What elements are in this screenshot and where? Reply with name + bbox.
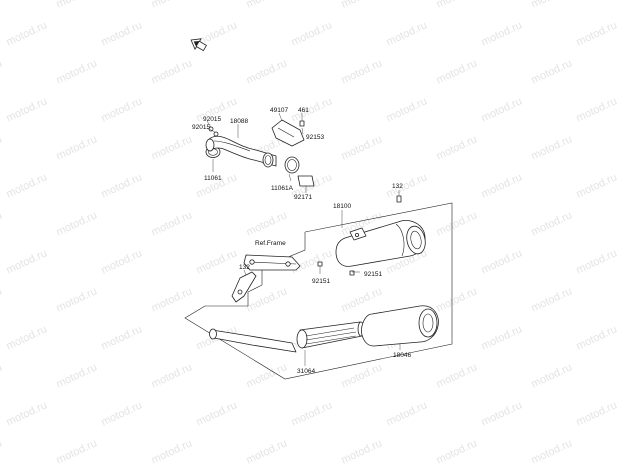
label-92171: 92171 xyxy=(294,194,312,201)
label-11061A: 11061A xyxy=(271,185,294,192)
label-92151-right: 92151 xyxy=(364,271,382,278)
label-49107: 49107 xyxy=(270,107,288,114)
label-92015-upper: 92015 xyxy=(203,116,221,123)
front-arrow-icon xyxy=(190,38,207,52)
ref-frame-bracket xyxy=(231,254,301,303)
label-31064: 31064 xyxy=(297,368,315,375)
label-92153: 92153 xyxy=(306,134,324,141)
label-92151-left: 92151 xyxy=(312,278,330,285)
label-18046: 18046 xyxy=(393,352,411,359)
label-11061: 11061 xyxy=(204,175,222,182)
leader-lines xyxy=(206,112,401,366)
label-132-bracket: 132 xyxy=(239,264,250,271)
muffler-assembly-18100 xyxy=(317,195,426,276)
header-pipe-group xyxy=(205,119,315,187)
part-number-labels: 92015 92015 18088 49107 461 92153 11061 … xyxy=(192,107,411,375)
label-18100: 18100 xyxy=(333,203,351,210)
label-132-top: 132 xyxy=(392,183,403,190)
label-92015-lower: 92015 xyxy=(192,124,210,131)
label-461: 461 xyxy=(298,107,309,114)
label-18088: 18088 xyxy=(230,118,248,125)
lower-pipe-and-silencer xyxy=(209,305,439,353)
label-ref-frame: Ref.Frame xyxy=(255,240,286,247)
